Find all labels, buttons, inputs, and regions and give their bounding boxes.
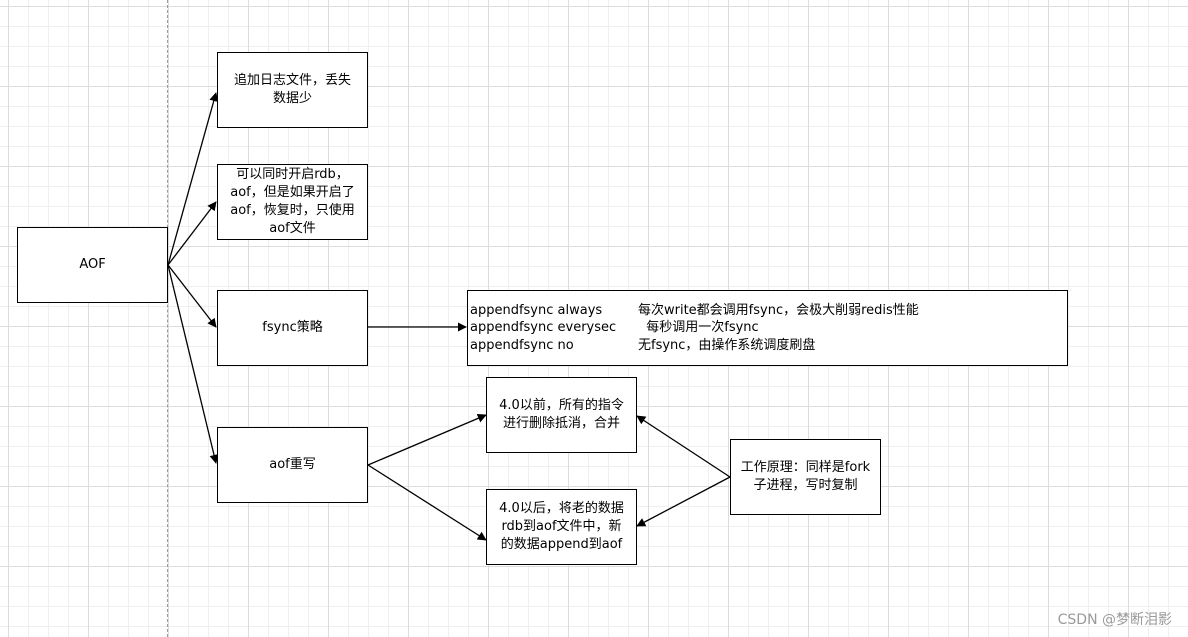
node-rewrite-label: aof重写 (269, 457, 316, 472)
node-principle[interactable]: 工作原理：同样是fork 子进程，写时复制 (730, 439, 881, 515)
edge-rewrite-to-after (367, 464, 487, 541)
edge-rewrite-to-before (367, 414, 487, 466)
node-principle-label: 工作原理：同样是fork 子进程，写时复制 (740, 460, 871, 493)
node-rdb-aof-label: 可以同时开启rdb， aof，但是如果开启了 aof，恢复时，只使用 aof文件 (230, 167, 355, 236)
node-fsync[interactable]: fsync策略 (217, 290, 368, 366)
fsync-option-row: appendfsync always 每次write都会调用fsync，会极大削… (470, 302, 919, 320)
fsync-option-row: appendfsync no 无fsync，由操作系统调度刷盘 (470, 337, 919, 355)
fsync-option-cmd: appendfsync no (470, 337, 574, 353)
fsync-option-desc: 每秒调用一次fsync (638, 320, 759, 336)
fsync-options-list: appendfsync always 每次write都会调用fsync，会极大削… (470, 302, 919, 355)
node-fsync-options[interactable]: appendfsync always 每次write都会调用fsync，会极大削… (467, 290, 1068, 366)
edge-aof-to-fsync (167, 264, 217, 328)
edge-aof-to-rdb-aof (167, 201, 217, 266)
node-after-40[interactable]: 4.0以后，将老的数据 rdb到aof文件中，新 的数据append到aof (486, 489, 637, 565)
node-append-log[interactable]: 追加日志文件，丢失 数据少 (217, 52, 368, 128)
edge-principle-to-before (636, 415, 731, 478)
node-before-40-label: 4.0以前，所有的指令 进行删除抵消，合并 (499, 398, 624, 431)
csdn-watermark: CSDN @梦断泪影 (1057, 612, 1172, 628)
edge-principle-to-after (636, 476, 731, 527)
fsync-option-desc: 无fsync，由操作系统调度刷盘 (638, 337, 816, 353)
fsync-option-desc: 每次write都会调用fsync，会极大削弱redis性能 (638, 302, 919, 318)
node-fsync-label: fsync策略 (262, 320, 323, 335)
node-after-40-label: 4.0以后，将老的数据 rdb到aof文件中，新 的数据append到aof (499, 501, 624, 552)
page-guide-line (167, 0, 168, 637)
fsync-option-row: appendfsync everysec 每秒调用一次fsync (470, 319, 919, 337)
fsync-option-cmd: appendfsync always (470, 302, 603, 318)
node-aof[interactable]: AOF (17, 227, 168, 303)
node-rewrite[interactable]: aof重写 (217, 427, 368, 503)
edge-aof-to-append-log (167, 92, 219, 266)
node-aof-label: AOF (79, 257, 106, 272)
node-append-log-label: 追加日志文件，丢失 数据少 (233, 73, 351, 106)
node-rdb-aof[interactable]: 可以同时开启rdb， aof，但是如果开启了 aof，恢复时，只使用 aof文件 (217, 164, 368, 240)
fsync-option-cmd: appendfsync everysec (470, 320, 617, 336)
node-before-40[interactable]: 4.0以前，所有的指令 进行删除抵消，合并 (486, 377, 637, 453)
edge-aof-to-rewrite (167, 264, 219, 464)
